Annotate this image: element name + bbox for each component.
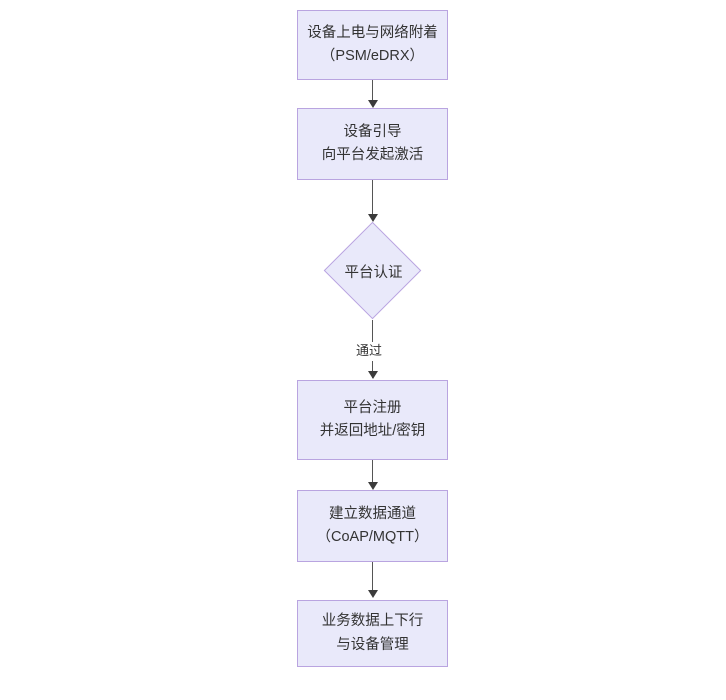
flow-node-platform-auth[interactable] — [323, 221, 422, 320]
flow-node-bootstrap[interactable]: 设备引导 向平台发起激活 — [297, 108, 448, 180]
flow-node-service-data[interactable]: 业务数据上下行 与设备管理 — [297, 600, 448, 667]
flow-node-data-channel-line2: （CoAP/MQTT） — [316, 529, 429, 545]
arrowhead-platform-register — [368, 371, 378, 379]
flow-node-platform-register-line1: 平台注册 — [343, 399, 402, 416]
connector-power-on-to-bootstrap — [372, 80, 374, 101]
flow-node-data-channel-line1: 建立数据通道 — [329, 505, 416, 522]
flow-node-service-data-line1: 业务数据上下行 — [321, 613, 424, 630]
arrowhead-service-data — [368, 590, 378, 598]
flow-node-service-data-line2: 与设备管理 — [336, 636, 409, 653]
arrowhead-platform-auth — [368, 214, 378, 222]
flow-node-power-on[interactable]: 设备上电与网络附着 （PSM/eDRX） — [297, 10, 448, 80]
flow-node-bootstrap-line1: 设备引导 — [343, 123, 402, 140]
connector-register-to-channel — [372, 460, 374, 483]
flow-node-power-on-line1: 设备上电与网络附着 — [307, 24, 438, 41]
connector-bootstrap-to-auth — [372, 180, 374, 215]
flow-node-data-channel[interactable]: 建立数据通道 （CoAP/MQTT） — [297, 490, 448, 562]
flow-node-platform-register-line2: 并返回地址/密钥 — [319, 423, 426, 439]
arrowhead-data-channel — [368, 482, 378, 490]
edge-label-pass: 通过 — [353, 342, 386, 361]
flow-node-power-on-line2: （PSM/eDRX） — [320, 48, 425, 64]
arrowhead-bootstrap — [368, 100, 378, 108]
flow-node-platform-register[interactable]: 平台注册 并返回地址/密钥 — [297, 380, 448, 460]
flow-node-bootstrap-line2: 向平台发起激活 — [321, 147, 424, 163]
connector-channel-to-service — [372, 562, 374, 591]
